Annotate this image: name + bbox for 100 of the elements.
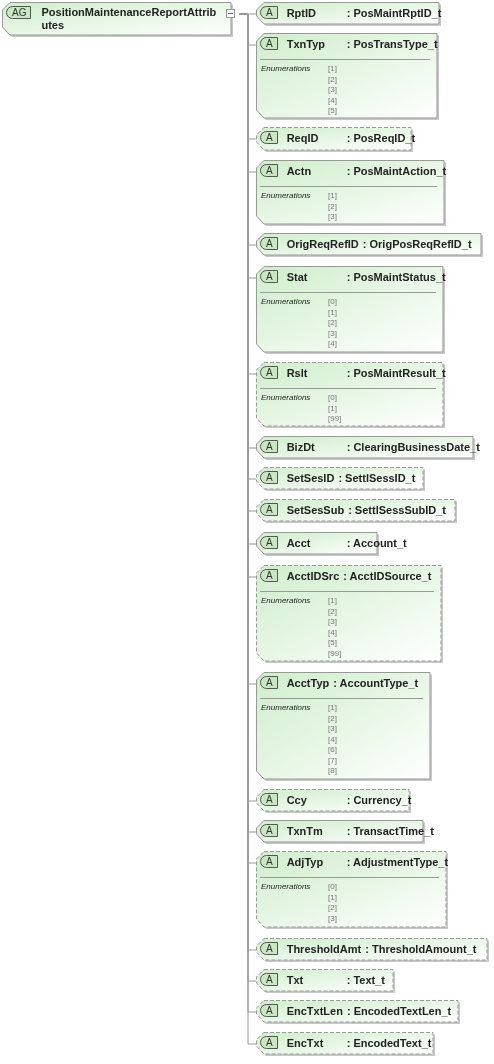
enumerations-label: Enumerations bbox=[261, 596, 311, 605]
attribute-badge: A bbox=[260, 270, 278, 283]
attribute-badge: A bbox=[260, 366, 278, 379]
attribute-box bbox=[256, 499, 458, 524]
attribute-name: ReqID bbox=[286, 131, 320, 144]
attribute-badge: A bbox=[260, 503, 278, 516]
type-name: : Text_t bbox=[346, 973, 385, 986]
type-name: : EncodedText_t bbox=[346, 1036, 432, 1049]
enumeration-value: [1] bbox=[328, 307, 337, 318]
enumeration-value: [7] bbox=[328, 755, 337, 766]
enumeration-value: [1] bbox=[328, 191, 337, 202]
attribute-badge: A bbox=[260, 536, 278, 549]
type-name: : PosMaintStatus_t bbox=[346, 270, 446, 283]
attribute-name: Ccy bbox=[286, 793, 308, 806]
type-name: : PosMaintAction_t bbox=[346, 164, 447, 177]
attribute-name: ThresholdAmt bbox=[286, 942, 362, 955]
enumeration-value: [3] bbox=[328, 913, 337, 924]
attribute-box bbox=[256, 565, 444, 664]
enumeration-value: [0] bbox=[328, 393, 337, 404]
enumeration-value: [2] bbox=[328, 74, 337, 85]
enumeration-value: [99] bbox=[328, 414, 342, 425]
attribute-name: SetSesSub bbox=[286, 503, 345, 516]
type-name: : Currency_t bbox=[346, 793, 412, 806]
enumeration-value: [4] bbox=[328, 95, 337, 106]
enumeration-value: [1] bbox=[328, 64, 337, 75]
attribute-box bbox=[256, 233, 484, 258]
type-name: : SettlSessSubID_t bbox=[348, 503, 446, 516]
attribute-badge: A bbox=[260, 1036, 278, 1049]
attribute-badge: A bbox=[260, 676, 278, 689]
enumerations-label: Enumerations bbox=[261, 882, 311, 891]
attribute-name: Actn bbox=[286, 164, 313, 177]
enumerations-label: Enumerations bbox=[261, 191, 311, 200]
attribute-badge: A bbox=[260, 1004, 278, 1017]
attribute-badge: A bbox=[260, 569, 278, 582]
enumeration-value: [1] bbox=[328, 596, 337, 607]
type-name: : OrigPosReqRefID_t bbox=[362, 237, 472, 250]
enumeration-value: [4] bbox=[328, 734, 337, 745]
enumeration-value: [2] bbox=[328, 606, 337, 617]
attribute-name: RptID bbox=[286, 6, 317, 19]
attribute-box bbox=[256, 1032, 436, 1057]
attribute-box bbox=[256, 33, 440, 121]
attribute-box bbox=[256, 127, 414, 153]
enumerations-label: Enumerations bbox=[261, 64, 311, 73]
attribute-box bbox=[256, 938, 490, 963]
attribute-badge: A bbox=[260, 793, 278, 806]
type-name: : PosMaintResult_t bbox=[346, 366, 446, 379]
attribute-badge: A bbox=[260, 6, 278, 19]
attribute-box bbox=[256, 467, 426, 492]
type-name: : PosReqID_t bbox=[346, 131, 416, 144]
enumeration-value: [6] bbox=[328, 745, 337, 756]
enumeration-value: [3] bbox=[328, 328, 337, 339]
attribute-badge: A bbox=[260, 237, 278, 250]
attribute-name: AcctIDSrc bbox=[286, 569, 340, 582]
enumeration-value: [4] bbox=[328, 339, 337, 350]
attribute-badge: A bbox=[260, 164, 278, 177]
enumerations-label: Enumerations bbox=[261, 703, 311, 712]
type-name: : ThresholdAmount_t bbox=[365, 942, 477, 955]
type-name: : AdjustmentType_t bbox=[346, 855, 449, 868]
enumeration-value: [4] bbox=[328, 627, 337, 638]
attribute-badge: A bbox=[260, 973, 278, 986]
enumeration-value: [1] bbox=[328, 403, 337, 414]
attribute-name: TxnTm bbox=[286, 824, 324, 837]
enumeration-value: [2] bbox=[328, 201, 337, 212]
enumeration-value: [1] bbox=[328, 703, 337, 714]
attribute-badge: A bbox=[260, 855, 278, 868]
attribute-box bbox=[256, 851, 449, 930]
attribute-badge: A bbox=[260, 824, 278, 837]
type-name: : PosMaintRptID_t bbox=[346, 6, 442, 19]
enumerations-label: Enumerations bbox=[261, 297, 311, 306]
attribute-name: EncTxtLen bbox=[286, 1004, 343, 1017]
attribute-box bbox=[256, 160, 447, 227]
attribute-box bbox=[256, 2, 442, 27]
attribute-name: Txt bbox=[286, 973, 305, 986]
enumeration-value: [3] bbox=[328, 724, 337, 735]
type-name: : Account_t bbox=[346, 536, 407, 549]
attribute-name: SetSesID bbox=[286, 471, 335, 484]
attribute-name: Rslt bbox=[286, 366, 309, 379]
attribute-badge: A bbox=[260, 440, 278, 453]
enumeration-value: [3] bbox=[328, 617, 337, 628]
attribute-name: Acct bbox=[286, 536, 312, 549]
attribute-name: BizDt bbox=[286, 440, 316, 453]
type-name: : ClearingBusinessDate_t bbox=[346, 440, 480, 453]
attribute-name: OrigReqRefID bbox=[286, 237, 359, 250]
attribute-group-box bbox=[2, 2, 237, 38]
enumeration-value: [8] bbox=[328, 766, 337, 777]
enumeration-value: [2] bbox=[328, 713, 337, 724]
group-name: PositionMaintenanceReportAttributes bbox=[41, 6, 218, 32]
attribute-box bbox=[256, 362, 446, 429]
attribute-name: EncTxt bbox=[286, 1036, 325, 1049]
attribute-name: Stat bbox=[286, 270, 309, 283]
enumeration-value: [5] bbox=[328, 106, 337, 117]
enumerations-label: Enumerations bbox=[261, 393, 311, 402]
enumeration-value: [5] bbox=[328, 638, 337, 649]
attribute-box bbox=[256, 672, 433, 782]
type-name: : AccountType_t bbox=[333, 676, 419, 689]
attribute-box bbox=[256, 969, 396, 994]
attribute-box bbox=[256, 1000, 461, 1025]
attribute-box bbox=[256, 789, 412, 814]
enumeration-value: [3] bbox=[328, 212, 337, 223]
enumeration-value: [2] bbox=[328, 318, 337, 329]
